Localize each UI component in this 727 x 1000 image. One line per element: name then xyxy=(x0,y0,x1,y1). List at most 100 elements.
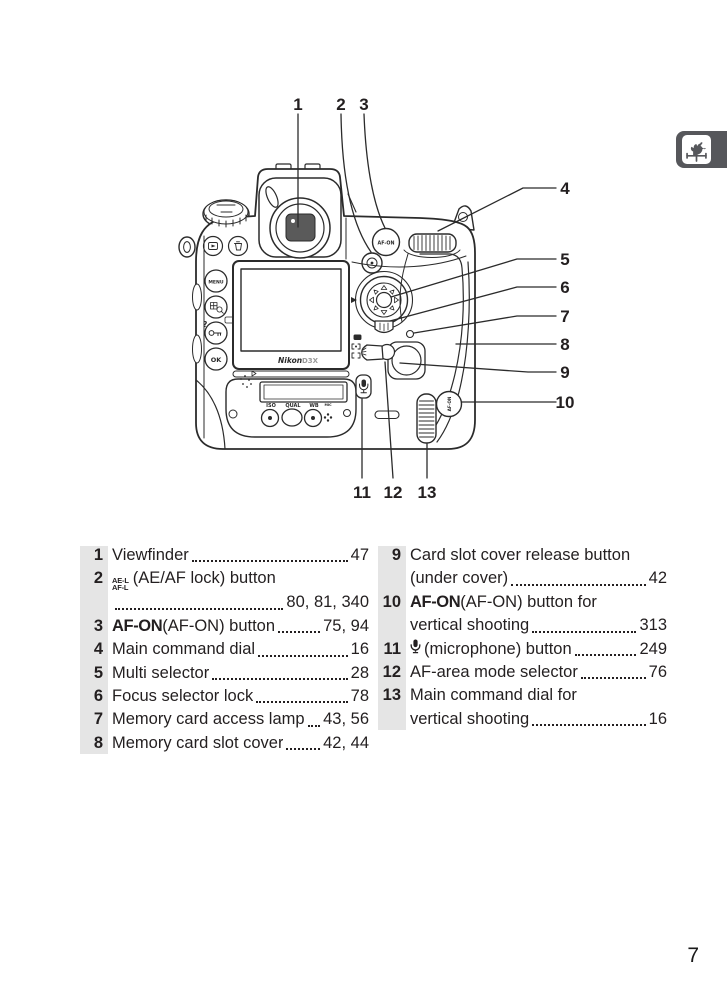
ok-button: OK xyxy=(204,347,228,371)
callout-7: 7 xyxy=(560,307,569,326)
callout-11: 11 xyxy=(353,483,371,502)
svg-text:?: ? xyxy=(203,320,207,329)
thumbnail-zoom-button xyxy=(204,295,228,319)
dot-leader xyxy=(307,724,321,727)
focus-marker-icon xyxy=(351,297,357,303)
rear-lcd-panel xyxy=(259,381,348,403)
legend-item-label: vertical shooting xyxy=(410,709,530,728)
legend-item-number: 9 xyxy=(391,546,401,564)
dot-leader xyxy=(115,607,284,610)
microphone-icon xyxy=(410,639,421,653)
legend-item-number: 13 xyxy=(382,686,401,705)
legend-item-label: (under cover) xyxy=(410,569,509,588)
svg-text:OK: OK xyxy=(211,356,223,364)
legend-item-number: 12 xyxy=(382,663,401,682)
legend-item-label: (AF-ON) button for xyxy=(460,592,597,611)
card-slot-cover-release-button xyxy=(387,341,426,380)
legend-item-label: Memory card slot cover xyxy=(112,733,284,752)
legend-item-label: (AF-ON) button xyxy=(162,616,276,635)
legend-item-number: 3 xyxy=(93,616,103,635)
legend-item-label: Main command dial for xyxy=(410,686,577,705)
callout-4: 4 xyxy=(560,179,570,198)
chapter-tab-box xyxy=(682,135,711,164)
microphone-button xyxy=(355,374,372,399)
af-on-vertical-button: AF-ON xyxy=(435,390,463,418)
legend-item-number: 8 xyxy=(93,733,103,752)
legend-page-reference: 42, 44 xyxy=(323,733,369,752)
vertical-command-dial xyxy=(416,393,437,444)
callout-8: 8 xyxy=(560,335,569,354)
af-area-mode-selector xyxy=(351,334,396,361)
legend-item-line: Memory card access lamp 43, 56 xyxy=(112,708,369,731)
legend-item-label: Card slot cover release button xyxy=(410,546,631,564)
svg-text:MENU: MENU xyxy=(208,280,224,286)
legend-page-reference: 28 xyxy=(350,663,369,682)
speaker-holes xyxy=(240,375,252,388)
legend-page-reference: 249 xyxy=(639,639,667,658)
legend-page-reference: 43, 56 xyxy=(323,710,369,729)
mic-label: MIC xyxy=(324,403,332,407)
callout-12: 12 xyxy=(384,483,403,502)
iso-button-label: ISO xyxy=(266,403,276,409)
legend-page-reference: 80, 81, 340 xyxy=(286,593,369,612)
menu-button: MENU xyxy=(204,269,228,293)
legend-item: 13 Main command dial for vertical shooting… xyxy=(378,684,667,731)
callout-3: 3 xyxy=(359,95,368,114)
legend-item-label: AF-area mode selector xyxy=(410,663,578,682)
legend-item: 12 AF-area mode selector 76 xyxy=(378,661,667,684)
legend-number-strip xyxy=(378,546,406,731)
legend-item: 8 Memory card slot cover 42, 44 xyxy=(80,732,369,755)
callout-13: 13 xyxy=(418,483,437,502)
dot-leader xyxy=(278,631,321,634)
legend-item-label: vertical shooting xyxy=(410,616,530,635)
legend-item-label: Memory card access lamp xyxy=(112,710,305,729)
legend-item-line: (under cover)42 xyxy=(410,567,667,590)
legend-item-label: (microphone) button xyxy=(424,639,572,658)
qual-button-label: QUAL xyxy=(285,403,301,409)
delete-button xyxy=(227,235,249,257)
rear-control-panel: ISO QUAL WB MIC xyxy=(225,370,357,438)
svg-text:AF-ON: AF-ON xyxy=(447,396,452,411)
legend-item: 11 (microphone) button 249 xyxy=(378,638,667,661)
legend-item-number: 2 xyxy=(93,569,103,588)
legend-item-line: 80, 81, 340 xyxy=(112,591,369,614)
dot-leader xyxy=(212,678,348,681)
callout-1: 1 xyxy=(293,95,302,114)
lcd-monitor: Nikon D3X xyxy=(232,260,350,370)
callout-9: 9 xyxy=(560,363,569,382)
callout-10: 10 xyxy=(556,393,575,412)
diopter-adjustment-lever xyxy=(265,186,279,208)
dot-leader xyxy=(258,654,348,657)
legend-item-number: 7 xyxy=(93,710,103,729)
legend-item-label: Focus selector lock xyxy=(112,687,254,706)
model-label: D3X xyxy=(302,357,319,365)
legend-item-line: AF-ON (AF-ON) button for xyxy=(410,591,667,614)
legend-item-number: 11 xyxy=(383,639,401,658)
legend-item-line: Card slot cover release button xyxy=(410,544,667,567)
legend-number-strip xyxy=(80,546,108,755)
legend-item-label: Main command dial xyxy=(112,640,256,659)
dot-leader xyxy=(532,724,646,727)
release-mode-dial xyxy=(203,199,249,228)
main-command-dial xyxy=(403,233,461,258)
qual-button xyxy=(281,408,303,427)
legend-page-reference: 313 xyxy=(639,616,667,635)
legend-page-reference: 76 xyxy=(648,663,667,682)
brand-label: Nikon xyxy=(278,356,302,365)
dot-leader xyxy=(580,677,646,680)
legend-page-reference: 47 xyxy=(350,546,369,564)
